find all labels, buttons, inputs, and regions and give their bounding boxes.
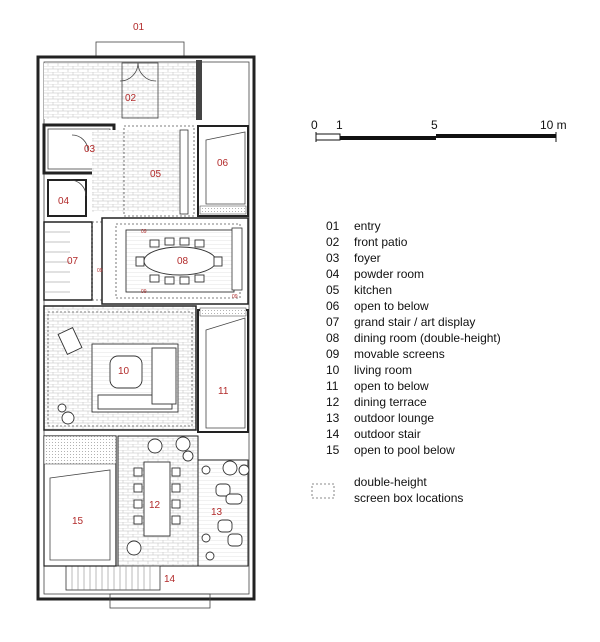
legend-num: 06 bbox=[326, 299, 340, 313]
outdoor-lounge bbox=[197, 459, 250, 567]
label-02: 02 bbox=[125, 93, 137, 104]
label-15: 15 bbox=[72, 516, 84, 527]
legend-num: 12 bbox=[326, 395, 340, 409]
scale-tick-10: 10 m bbox=[540, 118, 567, 132]
legend-name: open to pool below bbox=[354, 443, 455, 457]
legend-num: 05 bbox=[326, 283, 340, 297]
legend-name: powder room bbox=[354, 267, 424, 281]
label-07: 07 bbox=[67, 256, 79, 267]
legend-num: 10 bbox=[326, 363, 340, 377]
label-06: 06 bbox=[217, 158, 229, 169]
legend-name: foyer bbox=[354, 251, 381, 265]
grand-stair bbox=[43, 221, 103, 301]
legend-name: dining terrace bbox=[354, 395, 427, 409]
label-08: 08 bbox=[177, 256, 189, 267]
legend-num: 13 bbox=[326, 411, 340, 425]
legend-num: 01 bbox=[326, 219, 340, 233]
legend-name: open to below bbox=[354, 379, 429, 393]
label-03: 03 bbox=[84, 144, 96, 155]
legend-num: 08 bbox=[326, 331, 340, 345]
legend-name: open to below bbox=[354, 299, 429, 313]
scale-bar: 0 1 5 10 m bbox=[311, 118, 567, 142]
legend-num: 11 bbox=[326, 379, 339, 393]
entry-area bbox=[95, 41, 185, 57]
legend-num: 14 bbox=[326, 427, 340, 441]
void-15 bbox=[43, 435, 117, 567]
label-10: 10 bbox=[118, 366, 130, 377]
legend-num: 09 bbox=[326, 347, 340, 361]
void-11 bbox=[197, 307, 249, 433]
label-04: 04 bbox=[58, 196, 70, 207]
dining-room bbox=[101, 217, 249, 305]
screen-label: 09 bbox=[141, 289, 147, 295]
living-room bbox=[43, 305, 197, 431]
dining-terrace bbox=[117, 435, 213, 567]
screen-label: 09 bbox=[141, 229, 147, 235]
screen-legend-swatch bbox=[311, 483, 335, 499]
legend-name: kitchen bbox=[354, 283, 392, 297]
powder-room bbox=[47, 179, 87, 217]
kitchen bbox=[92, 125, 195, 217]
legend-name: grand stair / art display bbox=[354, 315, 475, 329]
legend-num: 02 bbox=[326, 235, 340, 249]
legend-num: 03 bbox=[326, 251, 340, 265]
label-05: 05 bbox=[150, 169, 162, 180]
label-12: 12 bbox=[149, 500, 161, 511]
label-13: 13 bbox=[211, 507, 223, 518]
void-06 bbox=[197, 125, 249, 217]
scale-tick-0: 0 bbox=[311, 118, 318, 132]
legend-name: outdoor stair bbox=[354, 427, 421, 441]
screen-legend-line2: screen box locations bbox=[354, 491, 463, 505]
label-11: 11 bbox=[218, 386, 229, 397]
legend-name: movable screens bbox=[354, 347, 445, 361]
legend-name: outdoor lounge bbox=[354, 411, 434, 425]
legend-name: front patio bbox=[354, 235, 408, 249]
legend-num: 15 bbox=[326, 443, 340, 457]
label-01: 01 bbox=[133, 22, 145, 33]
screen-label: 09 bbox=[232, 294, 238, 300]
legend-name: entry bbox=[354, 219, 381, 233]
outdoor-stair bbox=[65, 565, 211, 609]
legend-name: dining room (double-height) bbox=[354, 331, 501, 345]
screen-label: 09 bbox=[97, 268, 103, 274]
scale-tick-1: 1 bbox=[336, 118, 343, 132]
legend: 01 entry 02 front patio 03 foyer 04 powd… bbox=[311, 219, 501, 505]
legend-name: living room bbox=[354, 363, 412, 377]
legend-num: 07 bbox=[326, 315, 340, 329]
front-patio bbox=[44, 60, 202, 120]
label-14: 14 bbox=[164, 574, 176, 585]
scale-tick-5: 5 bbox=[431, 118, 438, 132]
screen-legend-line1: double-height bbox=[354, 475, 427, 489]
legend-num: 04 bbox=[326, 267, 340, 281]
room-labels: 01 02 03 04 05 06 07 08 10 11 12 13 14 1… bbox=[58, 22, 238, 585]
